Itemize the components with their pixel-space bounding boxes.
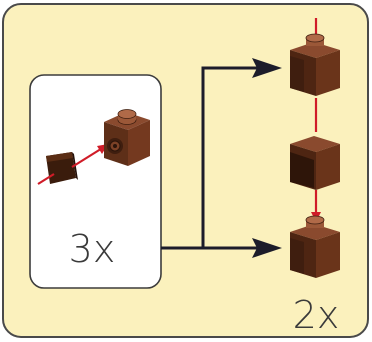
arrowhead-top <box>252 58 282 78</box>
stacked-brick-icon <box>290 136 340 190</box>
stacked-brick-icon <box>290 215 340 278</box>
tile-to-brick-guide <box>71 146 105 168</box>
headlight-brick-icon <box>104 109 150 166</box>
sub-assembly-multiplier: 3x <box>69 227 116 271</box>
stacked-brick-icon <box>290 33 340 96</box>
arrow-to-top-brick <box>161 66 258 250</box>
assembly-arrows <box>161 66 258 250</box>
tile-guide-line <box>37 173 55 185</box>
arrowhead-bottom <box>252 238 282 258</box>
main-assembly-multiplier: 2x <box>293 293 340 337</box>
tile-piece-icon <box>46 152 78 184</box>
